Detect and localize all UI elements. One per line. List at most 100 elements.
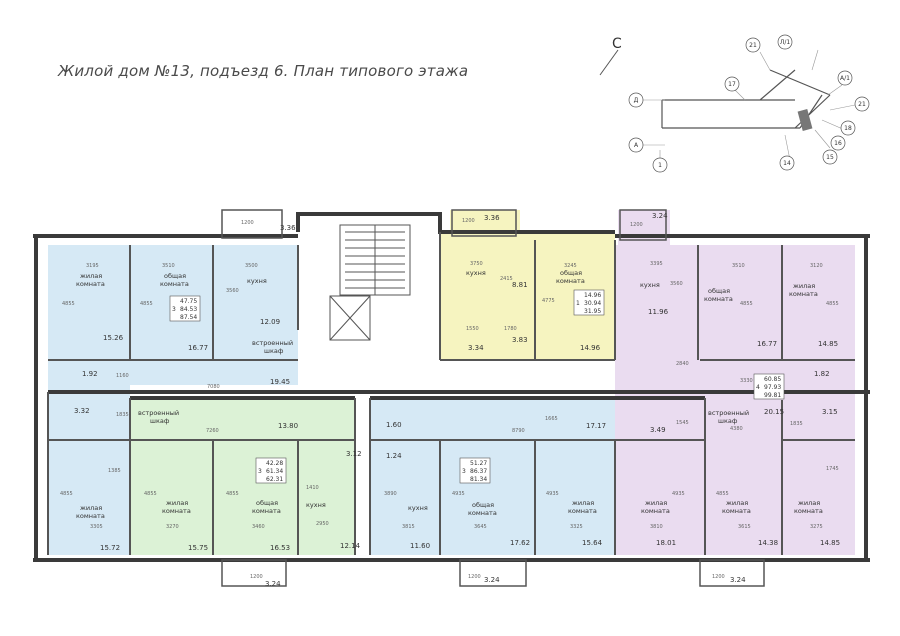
key-axis-circle-8	[724, 76, 740, 92]
wall-north	[33, 212, 870, 238]
area-r12: 16.53	[270, 544, 290, 552]
area-r19: 1.60	[386, 421, 402, 429]
partition-2	[47, 359, 356, 555]
dim-r1-b: 4855	[62, 301, 75, 307]
key-axis-0: 21	[749, 42, 757, 49]
apt-total-box-a3	[573, 289, 605, 316]
dim-r22-a: 8790	[512, 428, 525, 434]
key-axis-10: А	[634, 142, 639, 149]
apt-area2-a1: 84.53	[180, 306, 197, 313]
dim-extra-1: 1200	[241, 220, 254, 226]
room-label-r9-l1: встроенный	[138, 409, 179, 417]
elevator-shaft	[329, 295, 371, 341]
apartment-total-a2: 3 42.28 61.34 62.31	[255, 457, 287, 484]
dim-r11-a: 3270	[166, 524, 179, 530]
area-r13: 12.14	[340, 542, 361, 550]
apt-area1-a4: 51.27	[470, 460, 487, 467]
apt-area1-a2: 42.28	[266, 460, 283, 467]
dim-r17-a: 1550	[466, 326, 479, 332]
dim-r5-a: 7080	[207, 384, 220, 390]
dim-r3-a: 3500	[245, 263, 258, 269]
area-r35: 14.85	[820, 539, 840, 547]
room-areas: 15.26 16.77 12.09 19.45 1.92 3.32 15.72 …	[74, 281, 840, 552]
apt-area1-a1: 47.75	[180, 298, 197, 305]
area-r29: 14.85	[818, 340, 838, 348]
fill-apt-yellow-balcony	[450, 210, 520, 240]
key-plan-outline	[661, 69, 831, 129]
dim-extra-5: 1200	[468, 574, 481, 580]
balcony-area-3: 3.24	[652, 212, 668, 220]
key-plan-highlight	[797, 109, 813, 131]
dim-r35-a: 3275	[810, 524, 823, 530]
partition-4	[439, 232, 616, 361]
area-r32: 20.15	[764, 408, 784, 416]
room-label-r34-l1: жилая	[726, 499, 748, 507]
key-axis-circle-0	[745, 37, 761, 53]
room-label-r31-l2: шкаф	[718, 417, 738, 425]
area-r15: 8.81	[512, 281, 528, 289]
balcony-frames	[221, 209, 765, 587]
balcony-frame-2	[451, 209, 517, 237]
apt-total-box-a1	[169, 295, 201, 322]
dim-r15-b: 2415	[500, 276, 513, 282]
area-r3: 12.09	[260, 318, 280, 326]
room-dimensions: 3195 4855 3510 4855 3500 3560 7080 1160 …	[60, 218, 839, 580]
dim-r29-b: 4855	[826, 301, 839, 307]
area-r18: 14.96	[580, 344, 601, 352]
room-label-r31-l1: встроенный	[708, 409, 749, 417]
dim-r15-a: 3750	[470, 261, 483, 267]
room-label-r2-l1: общая	[164, 272, 186, 280]
fill-apt-bottom-left	[130, 398, 355, 555]
balcony-area-2: 3.36	[484, 214, 500, 222]
apt-rooms-a3: 1	[576, 300, 580, 307]
key-plan: 21 Л/1 А/1 21 18 16 15 14 17 Д А 1	[628, 34, 870, 173]
dim-r25-a: 3325	[570, 524, 583, 530]
dim-r12-b: 4855	[226, 491, 239, 497]
room-label-r18-l2: комната	[556, 277, 585, 285]
dim-r26-a: 3810	[650, 524, 663, 530]
key-axis-7: 14	[783, 160, 791, 167]
dim-r8-b: 4855	[60, 491, 73, 497]
partition-5	[697, 245, 855, 440]
room-label-r26-l2: комната	[641, 507, 670, 515]
key-plan-axis-lines	[640, 49, 856, 165]
room-label-r1-l1: жилая	[80, 272, 102, 280]
room-label-r25-l2: комната	[568, 507, 597, 515]
dim-r34-a: 3615	[738, 524, 751, 530]
apt-area2-a5: 97.93	[764, 384, 781, 391]
area-r10: 13.80	[278, 422, 298, 430]
dim-r13-a: 2950	[316, 521, 329, 527]
area-r22: 17.17	[586, 422, 606, 430]
area-r33: 3.15	[822, 408, 838, 416]
room-label-r29-l1: жилая	[793, 282, 815, 290]
area-r16: 3.83	[512, 336, 528, 344]
key-axis-2: А/1	[840, 75, 850, 82]
balcony-frame-4	[221, 559, 287, 587]
apt-total-box-a5	[753, 373, 785, 400]
apartment-total-a4: 3 51.27 86.37 81.34	[459, 457, 491, 484]
room-label-r24-l2: комната	[468, 509, 497, 517]
north-letter: С	[612, 36, 622, 52]
room-label-r2-l2: комната	[160, 280, 189, 288]
dim-r25-b: 4935	[546, 491, 559, 497]
elevator-cross	[329, 295, 371, 341]
room-label-r15: кухня	[466, 269, 486, 277]
apt-area2-a2: 61.34	[266, 468, 283, 475]
balcony-frame-1	[221, 209, 283, 239]
key-axis-circle-6	[822, 149, 838, 165]
apt-rooms-a5: 4	[756, 384, 760, 391]
wall-corridor	[48, 390, 870, 400]
fill-apt-right-balcony	[618, 210, 670, 245]
apt-rooms-a2: 3	[258, 468, 262, 475]
dim-extra-3: 1200	[630, 222, 643, 228]
north-arrow: С	[599, 36, 622, 76]
key-axis-8: 17	[728, 81, 736, 88]
area-r6: 1.92	[82, 370, 98, 378]
key-axis-circle-5	[830, 135, 846, 151]
